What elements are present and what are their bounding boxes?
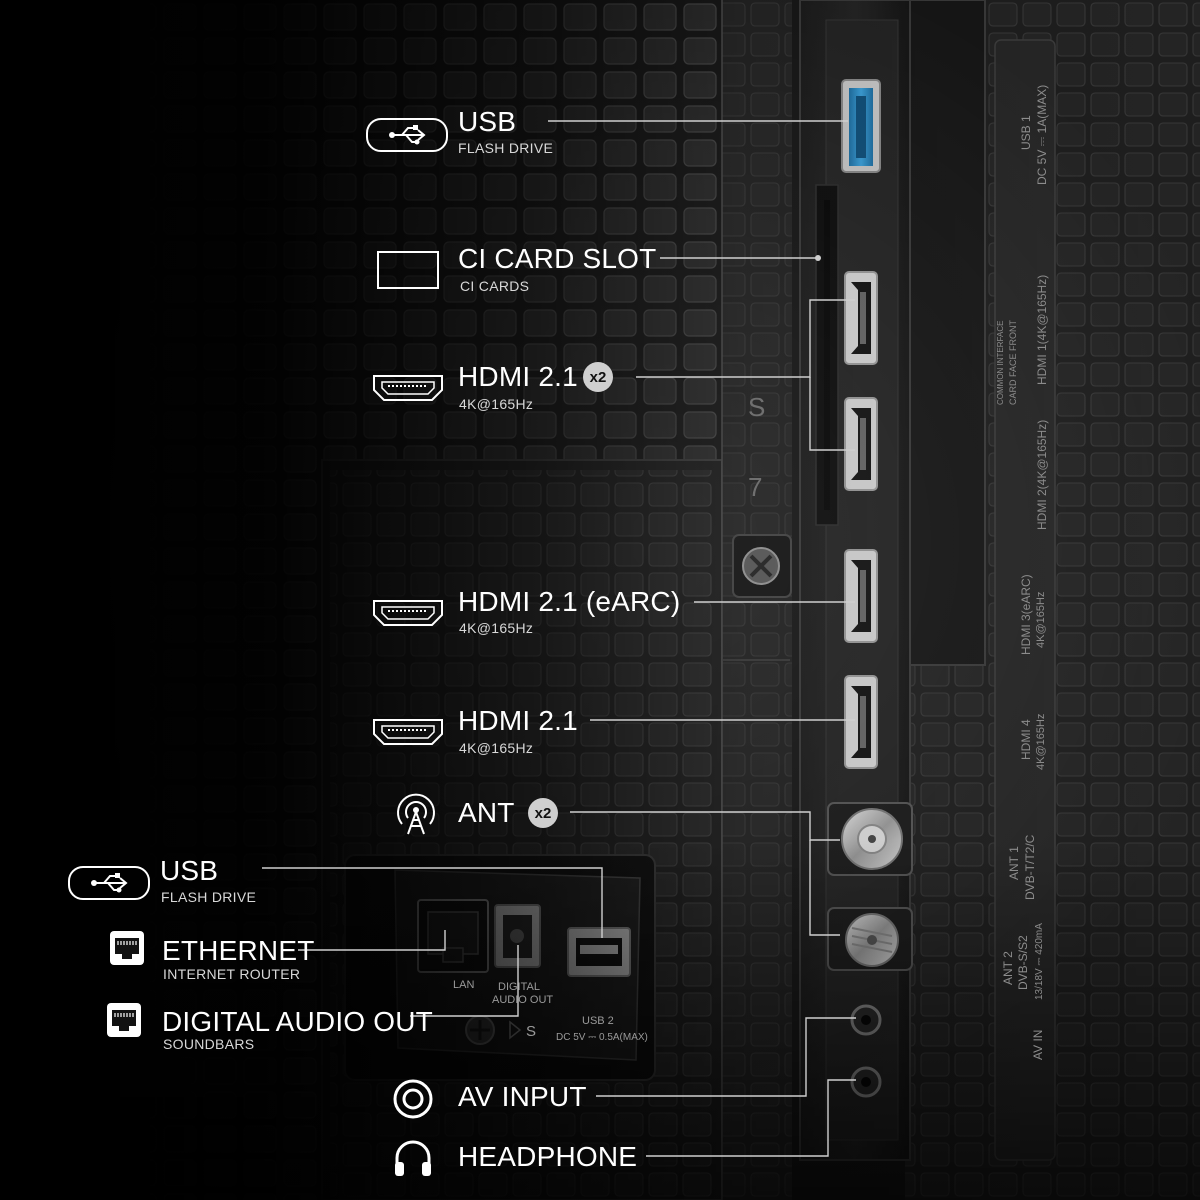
side-common-interface: COMMON INTERFACE	[996, 321, 1005, 405]
ci-slot-subtitle: CI CARDS	[460, 278, 530, 294]
av-input-icon	[393, 1079, 433, 1119]
hdmi-icon	[373, 600, 443, 626]
panel-digital-line1: DIGITAL	[498, 981, 540, 993]
antenna-icon	[397, 793, 435, 835]
side-usb1-line1: USB 1	[1019, 115, 1033, 150]
side-ant1-line1: ANT 1	[1007, 846, 1021, 880]
side-ant2-line1: ANT 2	[1001, 951, 1015, 985]
headphone-icon	[395, 1140, 431, 1176]
side-ant1-line2: DVB-T/T2/C	[1023, 834, 1037, 900]
panel-s-mark: S	[526, 1023, 536, 1040]
ethernet-icon	[110, 931, 144, 965]
hdmi-x2-title: HDMI 2.1	[458, 361, 578, 392]
card-slot-icon	[377, 251, 439, 289]
side-hdmi2: HDMI 2(4K@165Hz)	[1035, 420, 1049, 530]
side-ant2-line3: 13/18V ⎓ 420mA	[1034, 923, 1045, 1000]
ethernet-subtitle: INTERNET ROUTER	[163, 966, 301, 982]
digital-audio-subtitle: SOUNDBARS	[163, 1036, 255, 1052]
usb-icon	[366, 118, 448, 152]
usb-top-subtitle: FLASH DRIVE	[458, 140, 554, 156]
usb-bottom-title: USB	[160, 855, 219, 886]
side-hdmi4-line2: 4K@165Hz	[1035, 714, 1047, 770]
leader-ant-1	[570, 811, 840, 841]
side-hdmi3-line1: HDMI 3(eARC)	[1019, 574, 1033, 655]
leader-usb-bottom	[262, 867, 603, 938]
side-av-in: AV IN	[1031, 1030, 1045, 1060]
hdmi-x2-badge: x2	[583, 362, 613, 392]
usb-top-title: USB	[458, 106, 517, 137]
panel-digital-line2: AUDIO OUT	[492, 994, 553, 1006]
body-seven-mark: 7	[748, 472, 762, 502]
hdmi-earc-subtitle: 4K@165Hz	[459, 620, 534, 636]
panel-usb2-line1: USB 2	[582, 1015, 614, 1027]
leader-lines	[262, 120, 856, 1157]
side-hdmi1: HDMI 1(4K@165Hz)	[1035, 275, 1049, 385]
hdmi-single-title: HDMI 2.1	[458, 705, 578, 736]
optical-audio-icon	[107, 1003, 141, 1037]
hdmi-earc-title: HDMI 2.1 (eARC)	[458, 586, 681, 617]
digital-audio-title: DIGITAL AUDIO OUT	[162, 1006, 433, 1037]
side-hdmi3-line2: 4K@165Hz	[1035, 592, 1047, 648]
side-card-face-front: CARD FACE FRONT	[1008, 319, 1018, 405]
leader-ethernet	[298, 930, 446, 951]
hdmi-icon	[373, 719, 443, 745]
leader-hdmi-x2-b	[809, 377, 855, 451]
side-ant2-line2: DVB-S/S2	[1016, 935, 1030, 990]
hdmi-x2-subtitle: 4K@165Hz	[459, 396, 534, 412]
av-input-title: AV INPUT	[458, 1081, 587, 1112]
leader-digital-audio	[410, 945, 519, 1017]
hdmi-icon	[373, 375, 443, 401]
headphone-title: HEADPHONE	[458, 1141, 638, 1172]
hdmi-single-subtitle: 4K@165Hz	[459, 740, 534, 756]
ethernet-title: ETHERNET	[162, 935, 315, 966]
ant-badge: x2	[528, 798, 558, 828]
leader-av-input	[596, 1017, 856, 1097]
panel-usb2-line2: DC 5V ⎓ 0.5A(MAX)	[556, 1032, 648, 1043]
leader-hdmi-x2-a	[636, 299, 855, 378]
usb-icon	[68, 866, 150, 900]
ci-slot-title: CI CARD SLOT	[458, 243, 657, 274]
side-hdmi4-line1: HDMI 4	[1019, 719, 1033, 760]
leader-headphone	[646, 1079, 856, 1157]
usb-bottom-subtitle: FLASH DRIVE	[161, 889, 257, 905]
body-s-mark: S	[748, 392, 765, 422]
ant-title: ANT	[458, 797, 515, 828]
side-usb1-line2: DC 5V ⎓ 1A(MAX)	[1035, 85, 1049, 185]
leader-ant-2	[809, 840, 840, 936]
panel-lan-label: LAN	[453, 979, 474, 991]
